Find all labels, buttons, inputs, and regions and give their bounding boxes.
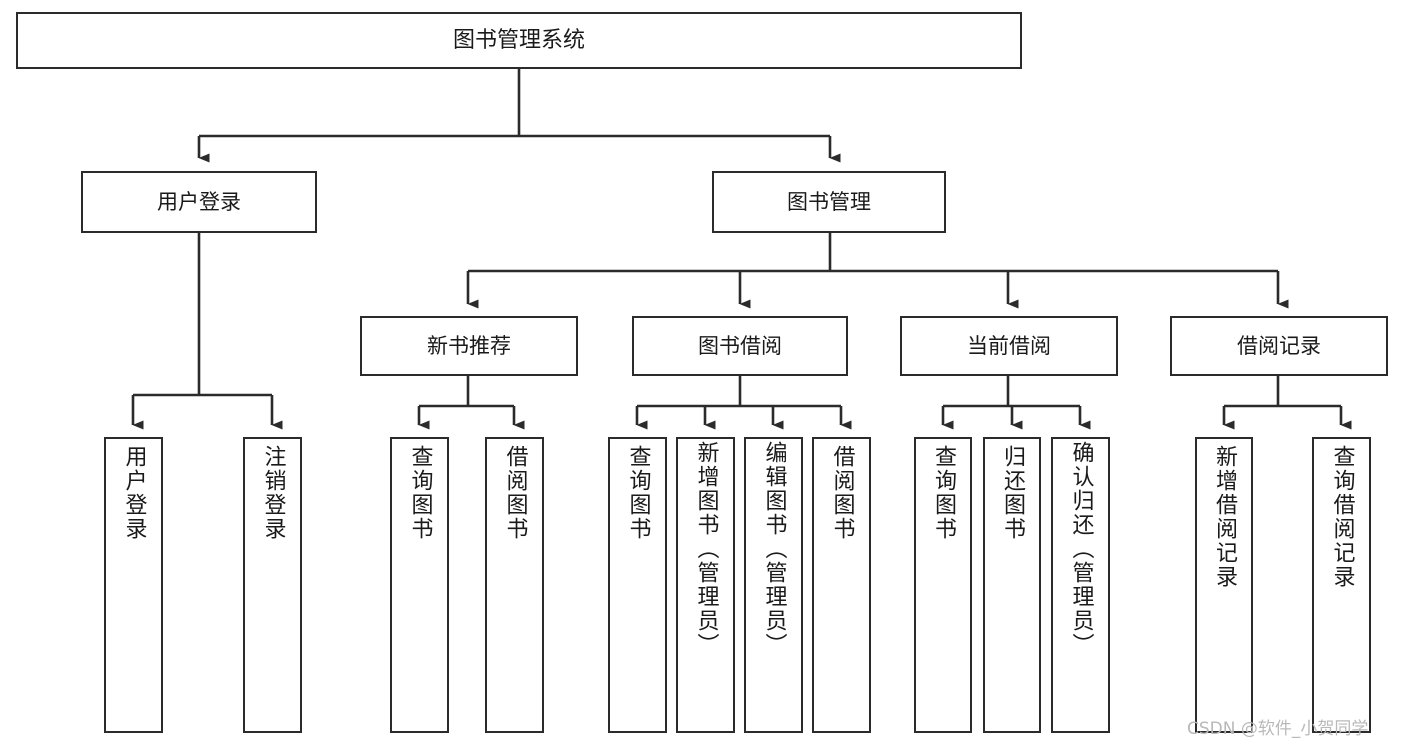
node-current-borrow[interactable]: 当前借阅 [900, 316, 1118, 376]
leaf-record-query-record[interactable]: 查询借阅记录 [1312, 437, 1371, 733]
leaf-user-login-signin-label: 用户登录 [121, 445, 147, 541]
leaf-user-login-signout[interactable]: 注销登录 [243, 437, 302, 733]
node-user-login[interactable]: 用户登录 [81, 171, 317, 233]
leaf-borrow-borrow-book[interactable]: 借阅图书 [812, 437, 871, 733]
leaf-borrow-edit-book-label: 编辑图书（管理员） [761, 441, 787, 657]
leaf-current-confirm-return-label: 确认归还（管理员） [1068, 441, 1094, 657]
leaf-newbook-borrow-book-label: 借阅图书 [502, 445, 528, 541]
leaf-newbook-borrow-book[interactable]: 借阅图书 [485, 437, 544, 733]
node-borrow-record-label: 借阅记录 [1237, 333, 1321, 358]
leaf-newbook-query-book-label: 查询图书 [407, 445, 433, 541]
leaf-user-login-signin[interactable]: 用户登录 [104, 437, 163, 733]
node-book-management-label: 图书管理 [787, 189, 871, 214]
leaf-borrow-add-book-label: 新增图书（管理员） [693, 441, 719, 657]
node-new-book-recommend[interactable]: 新书推荐 [360, 316, 578, 376]
leaf-borrow-query-book-label: 查询图书 [625, 445, 651, 541]
node-current-borrow-label: 当前借阅 [967, 333, 1051, 358]
leaf-user-login-signout-label: 注销登录 [260, 445, 286, 541]
leaf-record-add-record[interactable]: 新增借阅记录 [1195, 437, 1253, 733]
node-book-borrow[interactable]: 图书借阅 [632, 316, 848, 376]
leaf-borrow-edit-book[interactable]: 编辑图书（管理员） [744, 437, 803, 733]
node-book-borrow-label: 图书借阅 [698, 333, 782, 358]
leaf-current-return-book-label: 归还图书 [1000, 445, 1025, 541]
node-borrow-record[interactable]: 借阅记录 [1170, 316, 1388, 376]
leaf-borrow-borrow-book-label: 借阅图书 [829, 445, 855, 541]
leaf-record-add-record-label: 新增借阅记录 [1212, 445, 1237, 589]
node-new-book-recommend-label: 新书推荐 [427, 333, 511, 358]
leaf-record-query-record-label: 查询借阅记录 [1329, 445, 1355, 589]
leaf-current-confirm-return[interactable]: 确认归还（管理员） [1051, 437, 1110, 733]
node-root-label: 图书管理系统 [452, 27, 585, 53]
leaf-borrow-query-book[interactable]: 查询图书 [608, 437, 667, 733]
leaf-current-return-book[interactable]: 归还图书 [983, 437, 1041, 733]
leaf-current-query-book-label: 查询图书 [931, 445, 956, 541]
leaf-newbook-query-book[interactable]: 查询图书 [390, 437, 449, 733]
leaf-current-query-book[interactable]: 查询图书 [914, 437, 972, 733]
csdn-watermark: CSDN @软件_小贺同学 [1187, 719, 1369, 739]
node-root-system[interactable]: 图书管理系统 [16, 12, 1022, 69]
leaf-borrow-add-book[interactable]: 新增图书（管理员） [676, 437, 735, 733]
node-book-management[interactable]: 图书管理 [712, 171, 946, 233]
node-user-login-label: 用户登录 [157, 189, 241, 214]
